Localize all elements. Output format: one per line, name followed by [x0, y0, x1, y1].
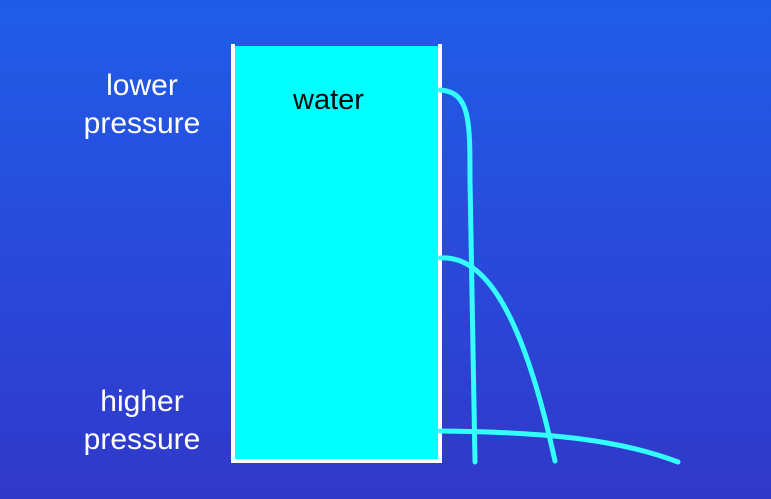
water-stream-middle — [437, 255, 558, 464]
water-stream-top — [437, 87, 478, 465]
water-label: water — [293, 84, 364, 116]
lower-pressure-label: lower pressure — [42, 67, 242, 143]
water-fill — [233, 46, 439, 460]
higher-pressure-label-line2: pressure — [83, 423, 201, 456]
higher-pressure-label-line1: higher — [100, 385, 184, 418]
lower-pressure-label-line1: lower — [106, 69, 178, 102]
lower-pressure-label-line2: pressure — [83, 107, 201, 140]
water-stream-bottom — [437, 428, 681, 465]
higher-pressure-label: higher pressure — [42, 383, 242, 459]
